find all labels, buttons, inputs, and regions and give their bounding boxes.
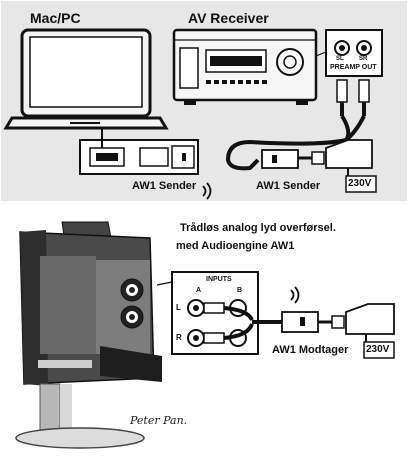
- sl-label: SL: [336, 56, 344, 62]
- signature: Peter Pan.: [130, 414, 188, 427]
- tv-illustration: [15, 221, 162, 449]
- preamp-out-label: PREAMP OUT: [330, 64, 377, 71]
- power-adapter-bottom: [345, 303, 395, 359]
- receiver-label: AW1 Modtager: [272, 344, 349, 356]
- caption-line-2: med Audioengine AW1: [176, 240, 295, 252]
- av-receiver-illustration: [172, 28, 318, 105]
- sender-label-right: AW1 Sender: [256, 180, 321, 192]
- mac-pc-label: Mac/PC: [30, 10, 81, 26]
- sr-label: SR: [359, 56, 368, 62]
- input-a-label: A: [196, 287, 202, 294]
- power-label-bottom: 230V: [366, 344, 390, 355]
- power-adapter-top: [325, 139, 377, 193]
- input-l-label: L: [176, 303, 181, 312]
- preamp-out-panel: [315, 29, 383, 77]
- caption-line-1: Trådløs analog lyd overførsel.: [180, 222, 336, 234]
- input-b-label: B: [237, 287, 243, 294]
- usb-sender: [79, 128, 199, 175]
- rca-cable-bottom: [203, 302, 282, 344]
- wifi-signal-icon: [290, 286, 300, 304]
- aw1-sender-receiver: [261, 149, 325, 169]
- rca-cable-top: [225, 79, 370, 171]
- laptop-illustration: [3, 28, 169, 130]
- power-label-top: 230V: [348, 178, 372, 189]
- inputs-label: INPUTS: [206, 276, 232, 283]
- input-r-label: R: [176, 333, 182, 342]
- av-receiver-label: AV Receiver: [188, 10, 269, 26]
- aw1-receiver-module: [281, 311, 345, 333]
- sender-label-left: AW1 Sender: [132, 180, 197, 192]
- wifi-signal-icon: [202, 182, 212, 200]
